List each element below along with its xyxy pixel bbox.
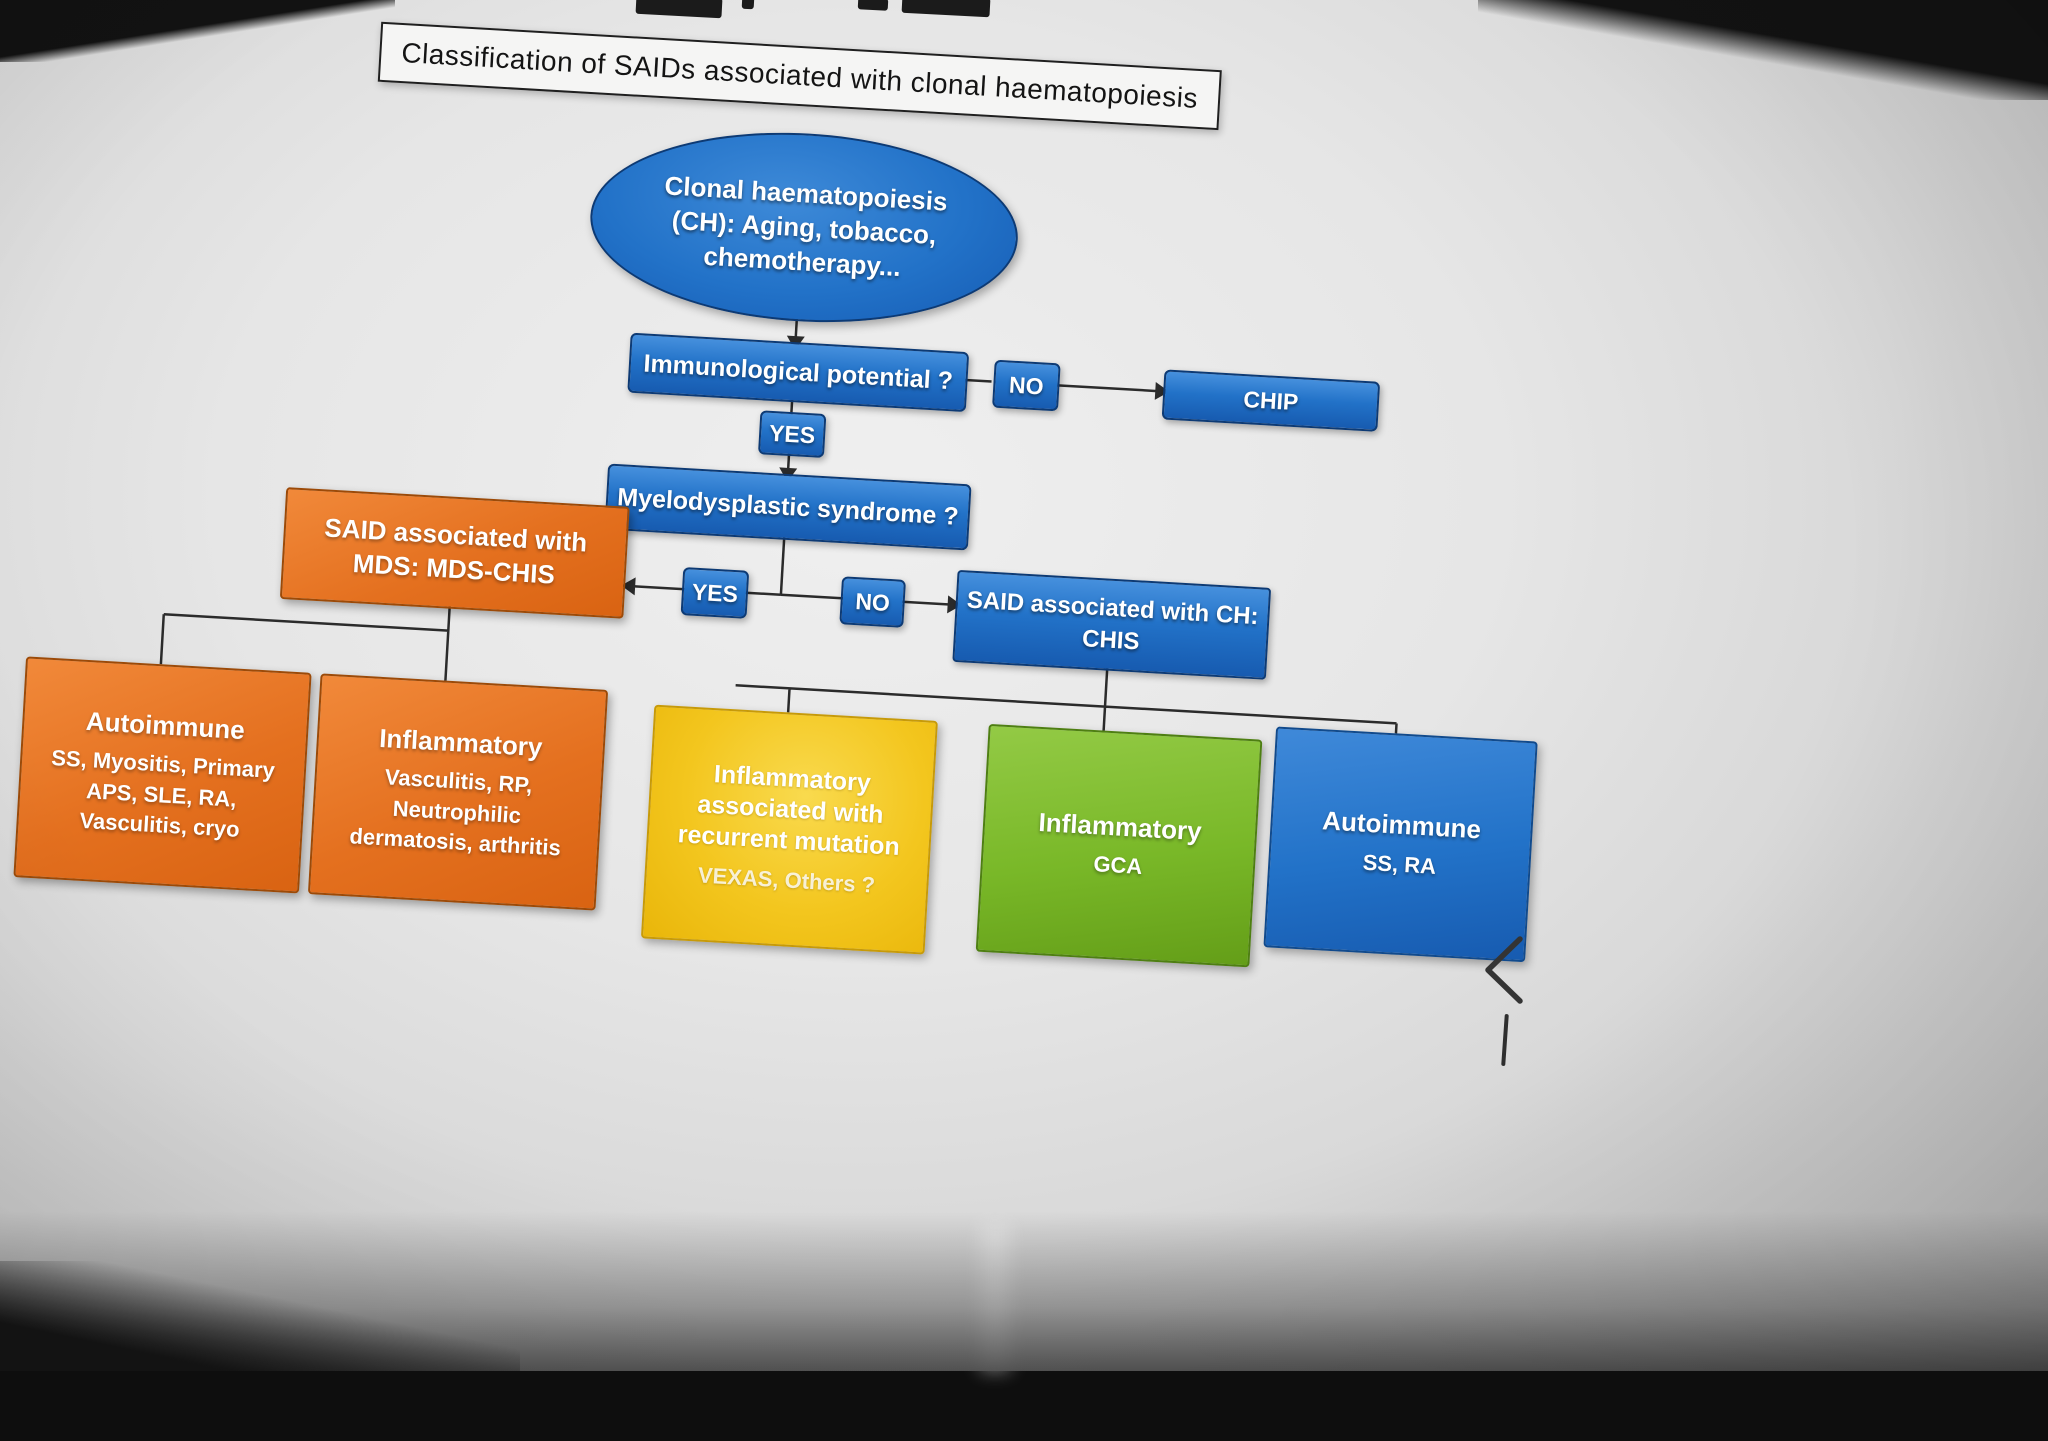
leaf-body: SS, Myositis, Primary APS, SLE, RA, Vasc… xyxy=(50,745,276,842)
node-immunological-yes: YES xyxy=(757,410,827,458)
leaf-heading: Inflammatory xyxy=(378,722,544,762)
leaf-heading: Autoimmune xyxy=(1321,805,1482,845)
photographed-slide: Classification of SAIDs associated with … xyxy=(0,0,2048,1371)
node-said-mds-chis: SAID associated with MDS: MDS-CHIS xyxy=(279,487,630,619)
leaf-autoimmune-ch: Autoimmune SS, RA xyxy=(1263,726,1538,963)
leaf-inflammatory-recurrent-mutation: Inflammatory associated with recurrent m… xyxy=(640,704,938,955)
leaf-body: VEXAS, Others ? xyxy=(697,862,876,898)
leaf-heading: Inflammatory associated with recurrent m… xyxy=(676,760,901,862)
leaf-heading: Autoimmune xyxy=(85,705,246,745)
node-immunological-no: NO xyxy=(992,359,1061,412)
leaf-heading: Inflammatory xyxy=(1037,806,1203,846)
leaf-inflammatory-gca: Inflammatory GCA xyxy=(975,723,1263,968)
cropped-title-remnant xyxy=(857,0,889,11)
cropped-title-remnant xyxy=(741,0,755,10)
node-mds-no: NO xyxy=(839,576,906,628)
node-said-ch-chis: SAID associated with CH: CHIS xyxy=(952,569,1272,680)
leaf-body: GCA xyxy=(1092,851,1144,880)
leaf-body: Vasculitis, RP, Neutrophilic dermatosis,… xyxy=(348,764,562,861)
back-chevron-icon[interactable] xyxy=(1478,933,1530,1005)
leaf-autoimmune-mds: Autoimmune SS, Myositis, Primary APS, SL… xyxy=(13,656,312,894)
leaf-body: SS, RA xyxy=(1362,849,1437,879)
node-clonal-haematopoiesis-label: Clonal haematopoiesis (CH): Aging, tobac… xyxy=(663,169,949,283)
screen-glare xyxy=(980,1225,1010,1371)
leaf-inflammatory-mds: Inflammatory Vasculitis, RP, Neutrophili… xyxy=(307,673,609,911)
node-mds-yes: YES xyxy=(680,567,750,619)
